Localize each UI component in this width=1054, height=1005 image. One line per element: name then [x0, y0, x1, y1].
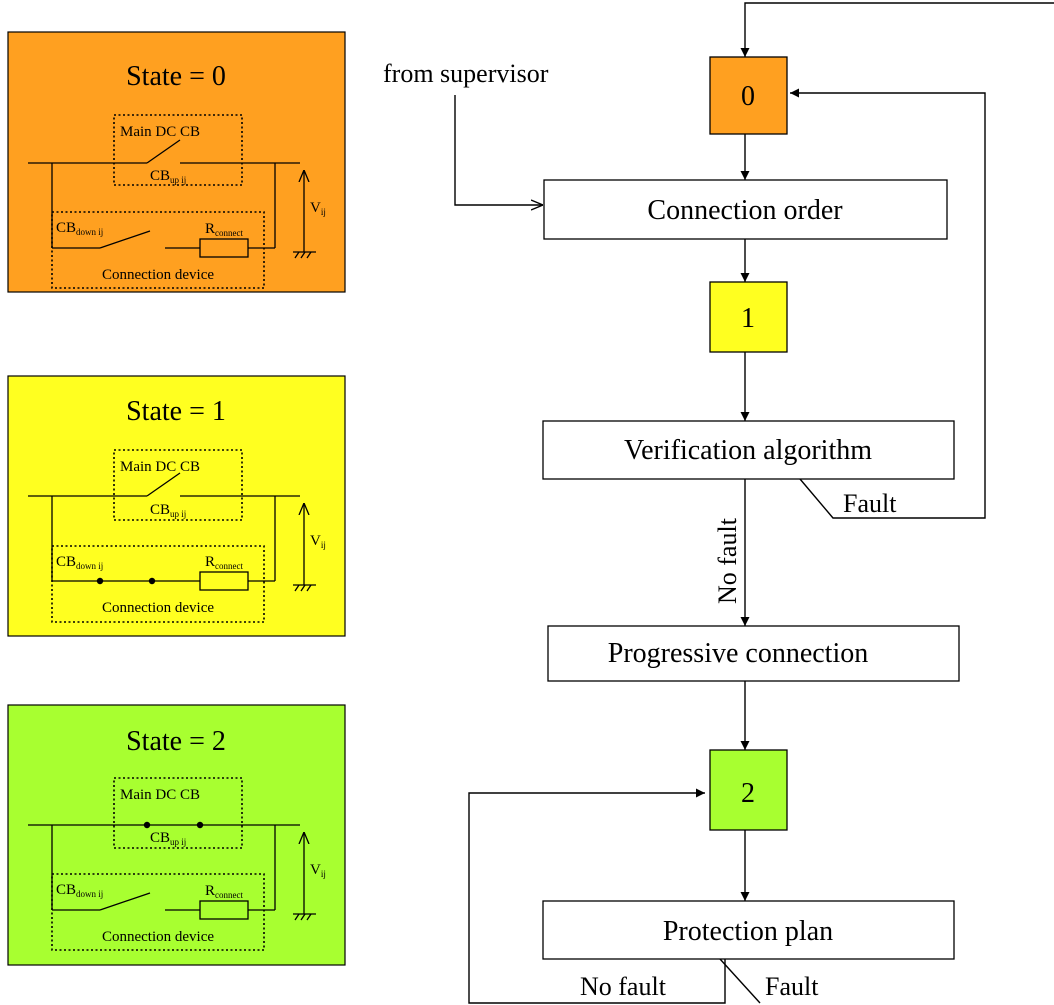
cb-down-contact-left: [96, 577, 104, 585]
cb-down-label: CBdown ij: [56, 220, 103, 237]
verification-box: [542, 420, 955, 480]
cb-up-contact-right: [196, 821, 204, 829]
verification-label: Verification algorithm: [624, 435, 872, 466]
state-node-2-label: 2: [741, 778, 755, 809]
state-0-title: State = 0: [126, 61, 226, 92]
protection-nofault-label: No fault: [580, 972, 667, 1001]
state-node-1-label: 1: [741, 303, 755, 334]
v-ij-label: Vij: [310, 862, 326, 879]
state-1-background: [7, 375, 346, 637]
r-connect-label: Rconnect: [205, 221, 243, 238]
r-connect-label: Rconnect: [205, 883, 243, 900]
state-node-0-label: 0: [741, 81, 755, 112]
progressive-connection-box: [547, 625, 960, 682]
ground-hatch: [294, 584, 312, 592]
state-node-1: [709, 281, 788, 353]
protection-fault-label: Fault: [765, 972, 819, 1001]
protection-plan-label: Protection plan: [663, 916, 833, 947]
verification-fault-arrow: [790, 88, 986, 519]
cb-down-switch-open: [99, 230, 151, 249]
state-1-title: State = 1: [126, 396, 226, 427]
cb-up-label: CBup ij: [150, 502, 186, 519]
state-2-background: [7, 704, 346, 966]
state-0-panel: State = 0 Main DC CB CBup ij CBdown ij R…: [7, 31, 346, 293]
protection-plan-box: [542, 900, 955, 960]
state-1-panel: State = 1 Main DC CB CBup ij CBdown ij R…: [7, 375, 346, 637]
ground-hatch: [294, 913, 312, 921]
main-dc-cb-box: [113, 114, 243, 186]
main-dc-cb-box: [113, 449, 243, 521]
v-ij-label: Vij: [310, 200, 326, 217]
ground-hatch: [294, 251, 312, 259]
connection-order-box: [543, 179, 948, 240]
progressive-connection-label: Progressive connection: [608, 638, 869, 669]
cb-up-label: CBup ij: [150, 168, 186, 185]
r-connect-label: Rconnect: [205, 554, 243, 571]
flowchart: from supervisor 0 Connection order 1 Ver…: [383, 2, 1054, 1004]
connection-device-label: Connection device: [102, 600, 214, 616]
top-loop-arrow: [740, 2, 1054, 57]
connection-device-label: Connection device: [102, 929, 214, 945]
cb-up-contact-left: [143, 821, 151, 829]
state-0-background: [7, 31, 346, 293]
main-dc-cb-label: Main DC CB: [120, 124, 200, 140]
cb-down-label: CBdown ij: [56, 554, 103, 571]
main-dc-cb-label: Main DC CB: [120, 459, 200, 475]
main-dc-cb-label: Main DC CB: [120, 787, 200, 803]
state-node-2: [709, 749, 788, 831]
main-dc-cb-box: [113, 777, 243, 849]
verification-fault-label: Fault: [843, 489, 897, 518]
protection-fault-branch: [719, 958, 761, 1004]
connection-device-label: Connection device: [102, 267, 214, 283]
cb-down-switch-open: [99, 892, 151, 911]
cb-up-switch-open: [146, 472, 181, 497]
v-ij-label: Vij: [310, 533, 326, 550]
state-2-panel: State = 2 Main DC CB CBup ij CBdown ij R…: [7, 704, 346, 966]
from-supervisor-label: from supervisor: [383, 59, 549, 88]
cb-up-switch-open: [146, 139, 181, 164]
supervisor-arrow: [454, 95, 543, 205]
cb-down-contact-right: [148, 577, 156, 585]
cb-up-label: CBup ij: [150, 830, 186, 847]
protection-nofault-loop: [468, 788, 726, 1004]
cb-down-label: CBdown ij: [56, 882, 103, 899]
connection-order-label: Connection order: [647, 195, 843, 226]
state-node-0: [709, 56, 788, 135]
verification-nofault-label: No fault: [713, 517, 742, 604]
state-2-title: State = 2: [126, 726, 226, 757]
